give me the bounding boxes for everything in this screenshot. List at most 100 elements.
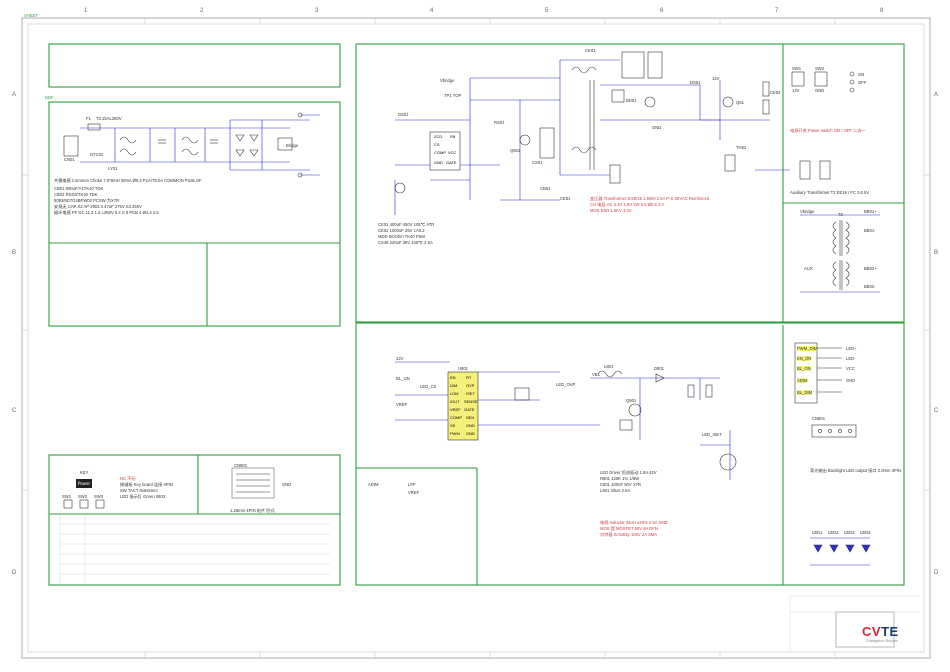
fly-note-red-0: 变压器 Transformer EI28/15 1.5MH 2.5A P-S 3… xyxy=(590,196,710,201)
pfc-note-0: CE01 400uF 450V 105℃ ATR xyxy=(378,222,435,227)
drv-pin-r3: SENSE xyxy=(464,399,478,404)
col-label-3: 3 xyxy=(315,8,319,14)
drv-note-1: R801 120K 1% 1/8W xyxy=(600,476,640,481)
input-note-3: 5093/6D7G4BPW02 PCSW 为X7R xyxy=(54,198,120,203)
flyback-parts xyxy=(611,81,831,180)
tr-label-off: OFF xyxy=(858,80,867,85)
varistor-ref: LY01 xyxy=(108,166,118,171)
pfc-pin-comp: COMP xyxy=(434,150,446,155)
pfc-label-q601: Q601 xyxy=(510,148,521,153)
drv-ic-ref: U801 xyxy=(458,366,469,371)
pfc-label-rs01: RS01 xyxy=(494,120,505,125)
drv-label-blon: BL_ON xyxy=(396,376,410,381)
sc-label-adim: ADIM xyxy=(368,482,379,487)
sheet-tag: SHEET xyxy=(24,13,38,18)
ntc-ref: NTC01 xyxy=(90,152,104,157)
fuse-rating: T3.15AL250V xyxy=(96,116,122,121)
sc-note: 1.25mm 4PIN 贴片 卧式 xyxy=(230,508,275,513)
drv-pin-l2: LDM xyxy=(450,391,459,396)
pfc-wiring xyxy=(394,59,620,215)
standby-connector xyxy=(794,342,857,438)
drv-pin-l3: IOUT xyxy=(450,399,460,404)
row-label-c: C xyxy=(12,408,17,414)
col-label-5: 5 xyxy=(545,8,549,14)
drv-pin-l5: COMP xyxy=(450,415,462,420)
drv-label-vbl: VBL xyxy=(592,372,600,377)
fly-label-gnd: GND xyxy=(652,125,662,130)
tr-label-on: ON xyxy=(858,72,865,77)
sb-label-adim: ADIM xyxy=(797,378,808,383)
drv-pin-l4: VREF xyxy=(450,407,461,412)
sb-label-bldim: BL_DIM xyxy=(797,390,813,395)
drv-note-3: L801 33uH 2.5A xyxy=(600,488,631,493)
pfc-pin-gate: GATE xyxy=(446,160,457,165)
pfc-label-cs01: CS01 xyxy=(532,160,543,165)
drv-pin-r5: SEN xyxy=(466,415,475,420)
drv-pin-l0: EN xyxy=(450,375,456,380)
key-note-1: SW TACT 6x6x5mm xyxy=(120,488,158,493)
aux-label-bb02m: BB02- xyxy=(864,284,876,289)
aux-label-aux: AUX xyxy=(804,266,813,271)
tr-label-sw1: SW1 xyxy=(792,66,802,71)
led-array-wiring xyxy=(810,537,870,566)
key-table-lines xyxy=(59,514,330,585)
aux-label-bb01m: BB01- xyxy=(864,228,876,233)
aux-label-t2: T2 xyxy=(838,212,843,217)
key-note-2: LED 指示灯 Green 0603 xyxy=(120,494,166,499)
pfc-note-1: CE02 1000uF 25V 1A0.2 xyxy=(378,228,425,233)
key-note-red-0: NC 不贴 xyxy=(120,476,136,481)
pfc-pin-gnd: GND xyxy=(434,160,443,165)
aux-note: Auxiliary Transformer T2 EE16 / FC 3.0 k… xyxy=(790,190,870,195)
logo-subtitle: Guangzhou Shiyuan xyxy=(866,639,898,643)
drv-note-red-0: 电感 Inductor 33uH ±20% 2.5A SMD xyxy=(600,520,668,525)
col-label-4: 4 xyxy=(430,8,434,14)
row-label-b-right: B xyxy=(934,250,939,256)
input-note-5: 磁环电感 PF DC 11.2 1.5 L250V 0.4 S 8 PCB 4 … xyxy=(54,210,159,215)
col-label-2: 2 xyxy=(200,8,204,14)
sc-label-lpf: LPF xyxy=(408,482,416,487)
aux-label-bb02p: BB02+ xyxy=(864,266,877,271)
row-label-a-right: A xyxy=(934,92,939,98)
row-label-a: A xyxy=(12,92,17,98)
tr-label-12v: 12V xyxy=(792,88,800,93)
drv-label-iset: LED_ISET xyxy=(702,432,722,437)
drv-pin-l1: DIM xyxy=(450,383,458,388)
flyback-wiring xyxy=(600,80,790,171)
fly-label-ds51: DS51 xyxy=(690,80,701,85)
section-tag: NDF xyxy=(45,95,54,100)
sc-label-vref: VREF xyxy=(408,490,420,495)
key-note-0: 按键板 Key board 连接 4PIN xyxy=(120,482,173,487)
top-right-connectors xyxy=(791,71,855,93)
drv-pin-r4: GATE xyxy=(464,407,475,412)
key-title: KEY xyxy=(80,470,89,475)
sb-mid-ledp: LED+ xyxy=(846,346,857,351)
drv-label-q801: Q801 xyxy=(626,398,637,403)
sc-label-gnd: GND xyxy=(282,482,292,487)
sb-led-4: LED4 xyxy=(860,530,871,535)
key-ref-2: SW3 xyxy=(94,494,104,499)
sb-connector-ref: CN801 xyxy=(812,416,826,421)
drv-pin-l7: PWM xyxy=(450,431,460,436)
sb-led-2: LED2 xyxy=(828,530,839,535)
drv-pin-r1: OVP xyxy=(466,383,475,388)
bridge-label: Bridge xyxy=(286,143,299,148)
input-connector-ref: CN01 xyxy=(64,157,75,162)
key-power-button[interactable]: Power xyxy=(76,479,92,488)
input-note-4: 安规无 CAP X2 AP 2903 0.47uF 275V S3 250V xyxy=(54,204,142,209)
drv-label-ledovp: LED_OVP xyxy=(556,382,576,387)
drv-pin-r0: RT xyxy=(466,375,472,380)
fly-label-bd01: BD01 xyxy=(626,98,637,103)
drv-label-d801: D801 xyxy=(654,366,665,371)
pfc-label-tp1: TP1 TOP xyxy=(444,93,462,98)
input-filter-wiring xyxy=(80,114,320,176)
drv-label-l801: L801 xyxy=(604,364,614,369)
sb-label-en: EN_ON xyxy=(797,356,812,361)
pfc-pin-fb: FB xyxy=(450,134,456,139)
drv-label-ledcs: LED_CS xyxy=(420,384,437,389)
pfc-label-ce51: CE51 xyxy=(560,196,571,201)
drv-pin-r7: GND xyxy=(466,431,475,436)
drv-note-red-2: 肖特基 Schottky 100V 2A SMA xyxy=(600,532,658,537)
col-label-1: 1 xyxy=(84,8,88,14)
pfc-label-ce01: CE01 xyxy=(585,48,596,53)
pfc-label-cb51: CB51 xyxy=(540,186,551,191)
